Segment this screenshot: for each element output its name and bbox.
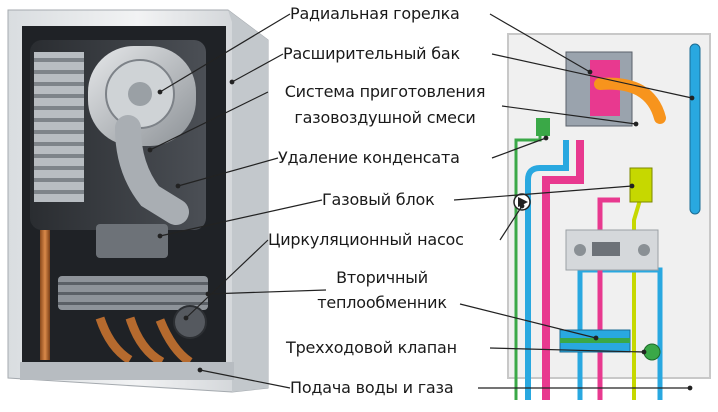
leader-supply-left-tip: [197, 367, 203, 373]
hydraulic-schematic: [507, 33, 711, 400]
panel-knob: [638, 244, 650, 256]
label-mixing-system-line2: газовоздушной смеси: [294, 108, 476, 127]
leader-condensate-l: [177, 157, 279, 187]
copper-pipe: [125, 316, 165, 366]
casing-side: [228, 10, 268, 392]
label-water-gas-supply: Подача воды и газа: [290, 378, 454, 397]
leader-pump-right-tip: [519, 203, 525, 209]
leader-lines: [147, 13, 695, 391]
copper-pipe: [95, 316, 133, 364]
leader-mix-left: [149, 91, 269, 151]
exchanger-rib: [58, 292, 208, 295]
leader-gas-right: [453, 185, 633, 201]
schematic-condensate-trap: [536, 118, 550, 136]
leader-condensate-r: [491, 137, 547, 159]
boiler-photo: [7, 9, 269, 393]
plate-exchanger-stripe: [560, 338, 630, 343]
panel-knob: [574, 244, 586, 256]
exchanger-rib: [58, 302, 208, 305]
cold-water-pipe: [525, 140, 569, 400]
panel-display: [592, 242, 620, 256]
leader-hex-left: [207, 289, 327, 295]
leader-pump-left: [185, 239, 269, 319]
label-circulation-pump: Циркуляционный насос: [268, 230, 464, 249]
leader-gas-left-tip: [157, 233, 163, 239]
leader-valve-right-tip: [641, 349, 647, 355]
leader-burner-right-tip: [587, 69, 593, 75]
label-expansion-tank: Расширительный бак: [283, 44, 460, 63]
leader-mix-right-tip: [633, 121, 639, 127]
leader-condensate-l-tip: [175, 183, 181, 189]
gas-pipe: [632, 199, 642, 400]
leader-burner-left-tip: [157, 89, 163, 95]
label-secondary-exchanger-line2: теплообменник: [317, 293, 447, 312]
leader-gas-left: [159, 199, 323, 237]
label-three-way-valve: Трехходовой клапан: [286, 338, 457, 357]
burner-hub: [128, 82, 152, 106]
leader-supply-left: [199, 369, 291, 389]
copper-pipe: [40, 230, 50, 360]
leader-tank-left-tip: [229, 79, 235, 85]
leader-condensate-r-tip: [543, 135, 549, 141]
bottom-tray: [20, 362, 234, 380]
leader-mix-right: [501, 105, 637, 125]
label-gas-block: Газовый блок: [322, 190, 435, 209]
leader-burner-left: [159, 13, 291, 93]
label-condensate-removal: Удаление конденсата: [278, 148, 460, 167]
mixing-tube: [115, 115, 189, 225]
copper-pipe: [155, 318, 193, 366]
leader-valve-right: [489, 347, 645, 353]
exchanger-rib: [58, 282, 208, 285]
leader-gas-right-tip: [629, 183, 635, 189]
leader-tank-right-tip: [689, 95, 695, 101]
leader-mix-left-tip: [147, 147, 153, 153]
leader-hex-right-tip: [593, 335, 599, 341]
exchanger-fins: [34, 52, 84, 202]
leader-tank-left: [231, 53, 284, 83]
label-mixing-system-line1: Система приготовления: [284, 82, 486, 101]
leader-hex-left-tip: [205, 291, 211, 297]
label-secondary-exchanger-line1: Вторичный: [336, 268, 428, 287]
schematic-three-way-valve: [643, 343, 661, 361]
leader-burner-right: [489, 13, 591, 73]
leader-tank-right: [491, 53, 693, 99]
leader-hex-right: [459, 303, 597, 339]
schematic-expansion-tank: [689, 43, 701, 215]
pump-motor: [173, 305, 207, 339]
leader-supply-right-tip: [687, 385, 693, 391]
label-burner: Радиальная горелка: [290, 4, 460, 23]
gas-valve-body: [96, 224, 168, 258]
exhaust-flow: [594, 77, 666, 124]
hot-water-pipe: [542, 140, 584, 400]
leader-pump-left-tip: [183, 315, 189, 321]
leader-pump-right: [499, 205, 523, 241]
